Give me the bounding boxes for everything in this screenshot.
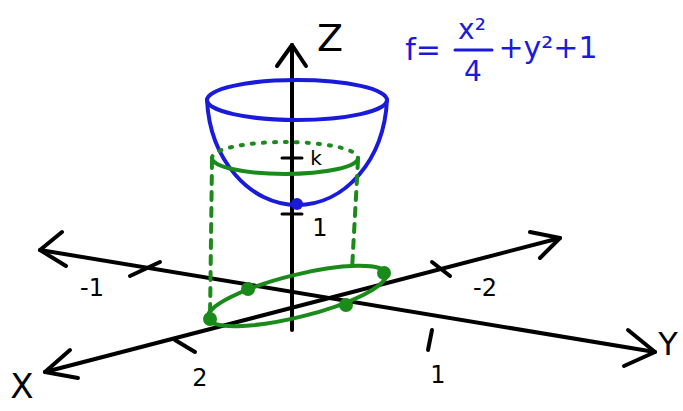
formula-part: +y²+1 <box>498 33 597 63</box>
paraboloid-surface <box>207 100 387 205</box>
y-axis <box>40 250 655 352</box>
axis-label: Y <box>658 328 678 360</box>
paraboloid-rim <box>207 80 387 120</box>
vertex-dot <box>291 198 303 210</box>
y-arrowhead <box>40 232 66 266</box>
axis-label: X <box>10 369 33 403</box>
formula-part: f= <box>405 35 441 65</box>
intercept-dot <box>203 312 217 326</box>
axis-label: Z <box>317 19 343 57</box>
projection-line <box>210 160 212 318</box>
tick-value: -1 <box>80 276 104 300</box>
tick <box>428 330 432 350</box>
projection-line <box>352 160 358 270</box>
level-curve-projection <box>203 253 392 338</box>
tick <box>175 340 195 352</box>
x-axis <box>45 238 560 372</box>
level-curve-front <box>212 158 358 174</box>
formula-part: x² <box>458 16 486 44</box>
y-arrowhead <box>624 330 655 366</box>
tick-value: -2 <box>473 276 497 300</box>
z-axis <box>290 45 294 330</box>
x-arrowhead <box>45 350 78 378</box>
tick <box>432 262 450 276</box>
tick <box>130 262 160 276</box>
level-value: k <box>310 148 322 168</box>
intercept-dot <box>377 266 391 280</box>
tick-value: 2 <box>192 366 207 390</box>
intercept-dot <box>339 298 353 312</box>
level-curve-back <box>212 142 358 158</box>
fraction-bar <box>455 49 492 52</box>
formula-part: 4 <box>464 58 482 86</box>
tick-value: 1 <box>312 216 327 240</box>
tick-value: 1 <box>430 363 445 387</box>
tick <box>282 213 302 216</box>
tick <box>282 157 302 160</box>
intercept-dot <box>241 282 255 296</box>
z-arrowhead <box>277 45 306 66</box>
x-arrowhead <box>530 232 560 258</box>
